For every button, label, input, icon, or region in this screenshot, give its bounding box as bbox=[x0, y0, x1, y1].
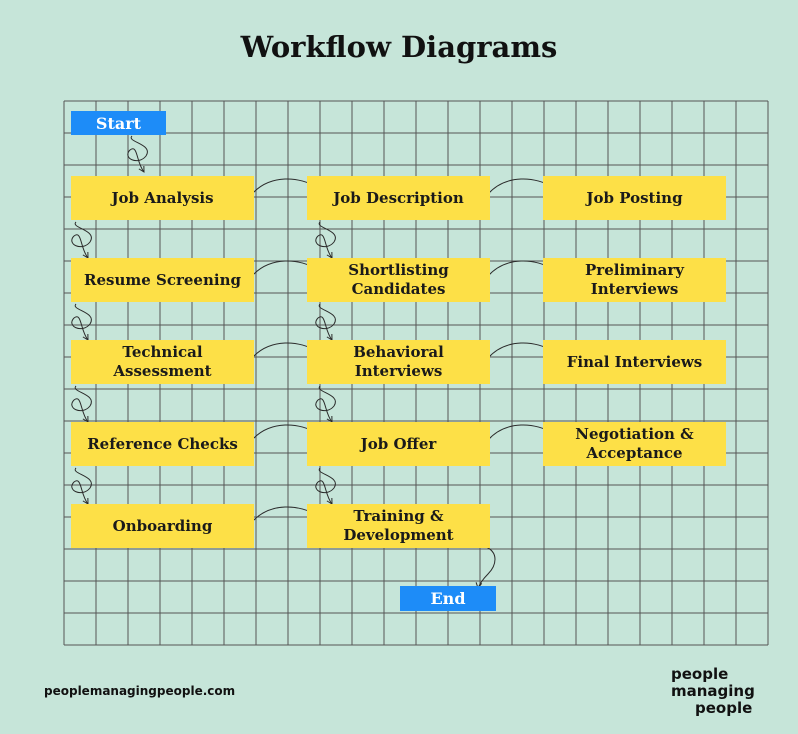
step-resume-screening: Resume Screening bbox=[71, 258, 254, 302]
footer-url: peoplemanagingpeople.com bbox=[44, 684, 236, 698]
logo-line-1: people bbox=[671, 665, 729, 683]
brand-logo: people managing people bbox=[671, 666, 771, 717]
step-shortlisting-candidates: Shortlisting Candidates bbox=[307, 258, 490, 302]
connector-loop bbox=[315, 221, 336, 259]
end-terminal: End bbox=[400, 586, 496, 611]
step-training-development: Training & Development bbox=[307, 504, 490, 548]
logo-line-2: managing bbox=[671, 682, 755, 700]
connector-loop bbox=[71, 385, 92, 423]
step-preliminary-interviews: Preliminary Interviews bbox=[543, 258, 726, 302]
connector-loop bbox=[71, 221, 92, 259]
connector-loop bbox=[71, 303, 92, 341]
connector-loop bbox=[315, 467, 336, 505]
logo-line-3: people bbox=[695, 699, 753, 717]
step-technical-assessment: Technical Assessment bbox=[71, 340, 254, 384]
step-behavioral-interviews: Behavioral Interviews bbox=[307, 340, 490, 384]
connector-loop bbox=[315, 303, 336, 341]
start-terminal: Start bbox=[71, 111, 166, 135]
diagram-title: Workflow Diagrams bbox=[240, 30, 558, 64]
step-job-offer: Job Offer bbox=[307, 422, 490, 466]
step-reference-checks: Reference Checks bbox=[71, 422, 254, 466]
step-job-description: Job Description bbox=[307, 176, 490, 220]
step-job-analysis: Job Analysis bbox=[71, 176, 254, 220]
connector-loop bbox=[315, 385, 336, 423]
step-onboarding: Onboarding bbox=[71, 504, 254, 548]
step-negotiation-acceptance: Negotiation & Acceptance bbox=[543, 422, 726, 466]
connector-loop bbox=[71, 467, 92, 505]
step-job-posting: Job Posting bbox=[543, 176, 726, 220]
connector-loop bbox=[477, 545, 496, 589]
connector-arrowhead bbox=[138, 165, 145, 173]
connector-loop bbox=[127, 135, 148, 173]
step-final-interviews: Final Interviews bbox=[543, 340, 726, 384]
